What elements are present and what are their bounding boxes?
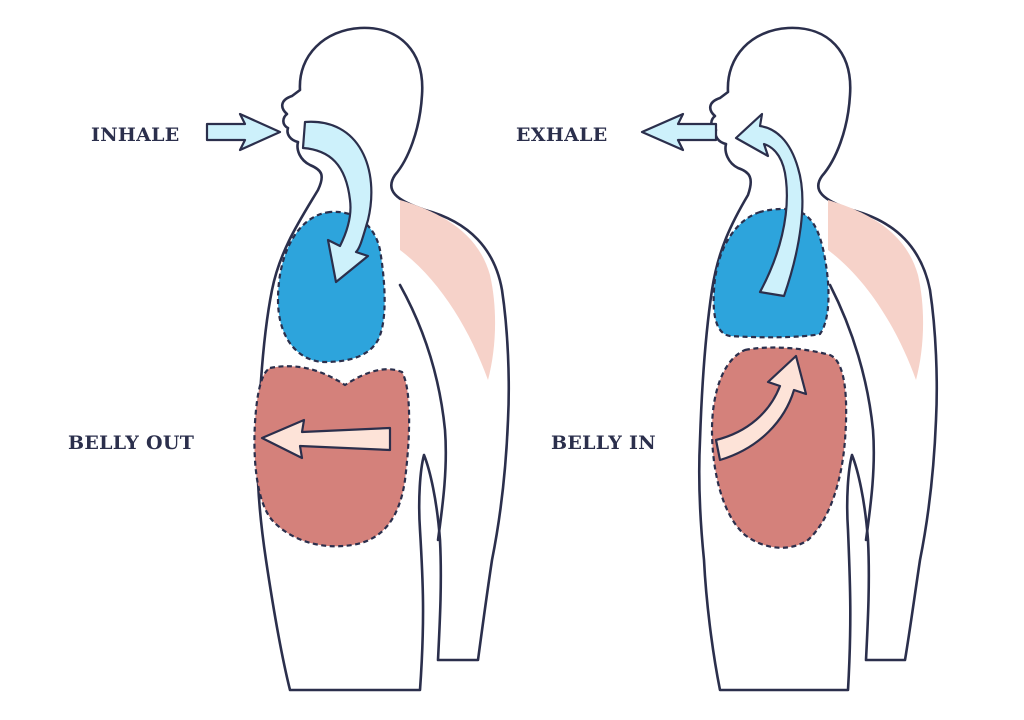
belly-out-label: BELLY OUT — [68, 432, 194, 454]
belly-out-arrow-icon — [260, 418, 392, 460]
inhale-arm-outline — [398, 283, 448, 542]
inhale-shoulder-shadow — [400, 200, 496, 380]
exhale-label: EXHALE — [516, 124, 608, 146]
inhale-lungs — [276, 210, 386, 364]
inhale-figure — [205, 26, 511, 692]
exhale-body-silhouette — [697, 26, 939, 692]
exhale-arm-outline — [828, 283, 876, 542]
exhale-arrow-icon — [640, 112, 718, 152]
exhale-belly — [710, 346, 848, 549]
inhale-label: INHALE — [91, 124, 180, 146]
inhale-belly — [253, 365, 411, 548]
exhale-figure — [640, 26, 939, 692]
exhale-airflow-arrow-icon — [734, 112, 804, 298]
inhale-arrow-icon — [205, 112, 282, 152]
belly-in-label: BELLY IN — [551, 432, 656, 454]
belly-in-arrow-icon — [714, 354, 808, 462]
inhale-airflow-arrow-icon — [301, 120, 373, 284]
exhale-shoulder-shadow — [828, 200, 924, 380]
inhale-body-silhouette — [256, 26, 511, 692]
